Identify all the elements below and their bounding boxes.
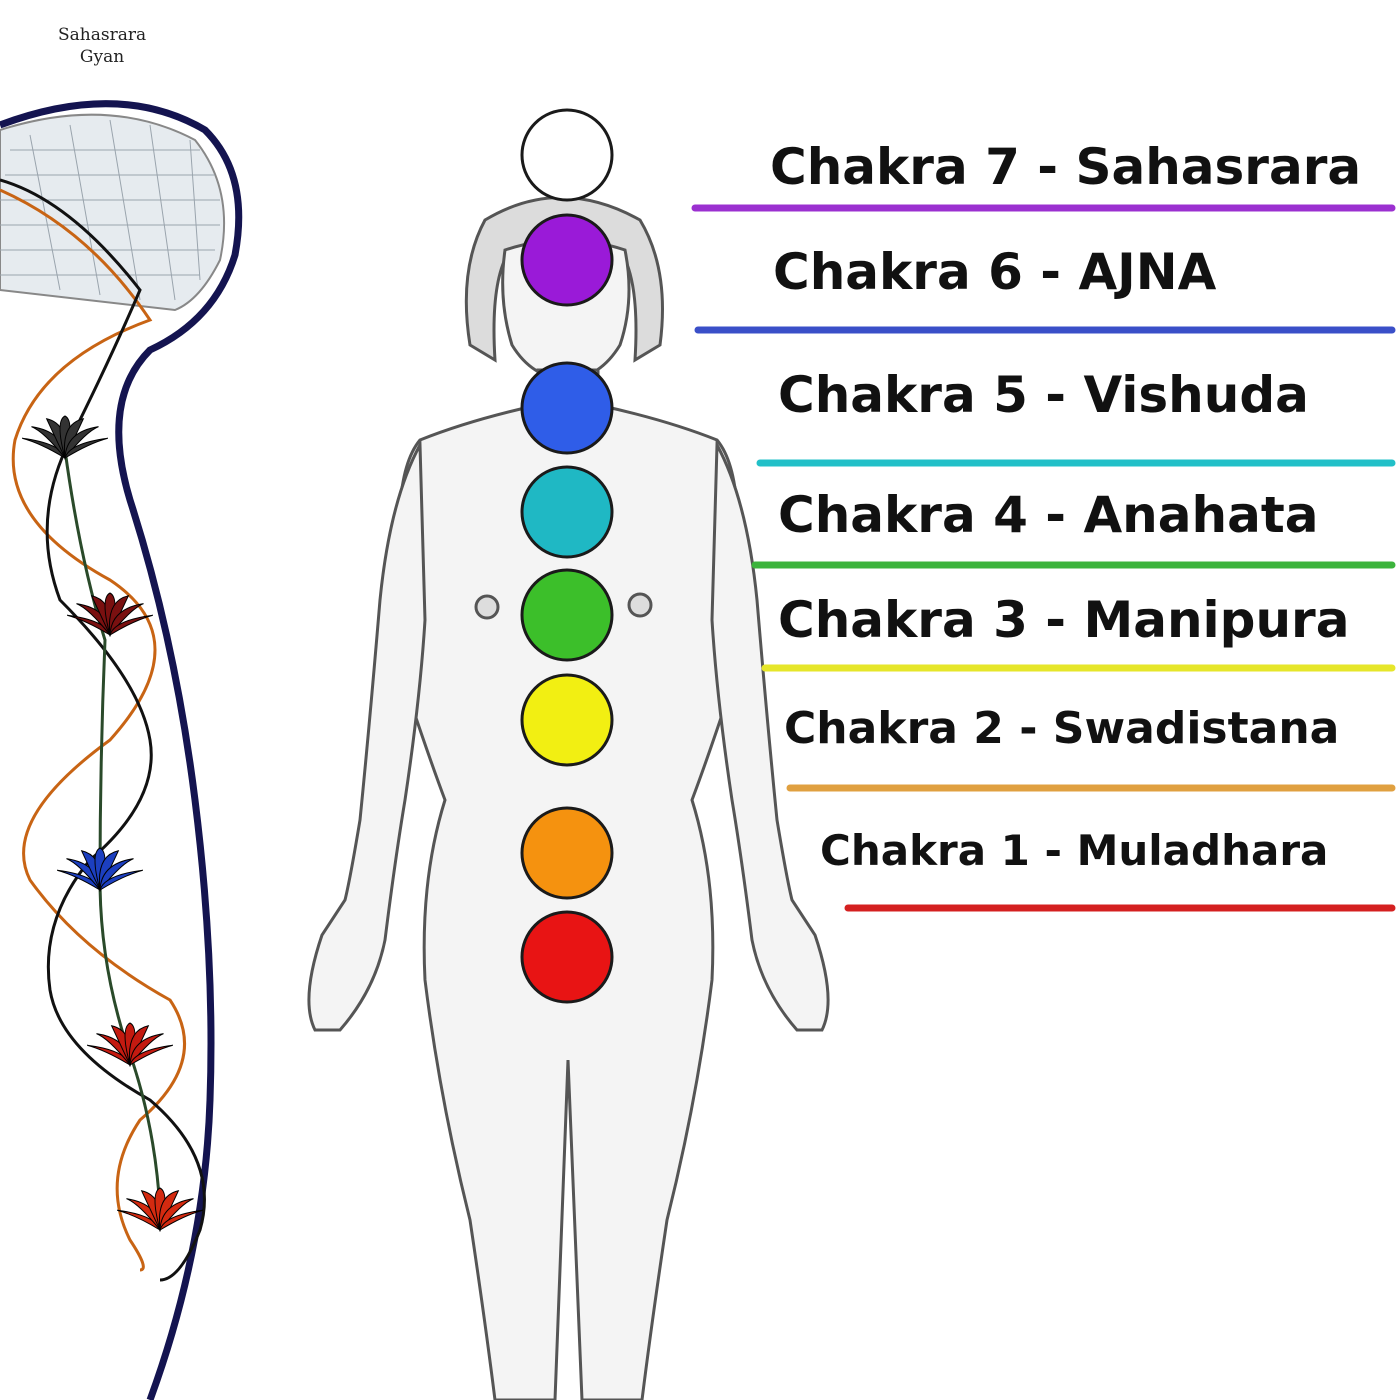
- chakra-label-4: Chakra 4 - Anahata: [778, 486, 1319, 544]
- chakra-label-3: Chakra 3 - Manipura: [778, 591, 1350, 649]
- right-arm: [710, 439, 830, 1032]
- chakra-circles: [520, 108, 614, 1004]
- corner-caption-line1: Sahasrara: [58, 25, 147, 45]
- lotus-5: [117, 1187, 203, 1232]
- chakra-circle-6: [520, 213, 614, 307]
- lotus-1: [22, 415, 108, 460]
- ida-channel: [0, 188, 186, 1272]
- energy-channels-illustration: [0, 100, 243, 1400]
- right-breast-mark: [627, 592, 653, 618]
- left-breast-mark: [474, 594, 500, 620]
- chakra-circle-2: [520, 673, 614, 767]
- chakra-label-2: Chakra 2 - Swadistana: [784, 703, 1340, 754]
- chakra-circle-4: [520, 465, 614, 559]
- lotus-4: [87, 1022, 173, 1067]
- chakra-circle-7: [520, 108, 614, 202]
- chakra-circle-5: [520, 361, 614, 455]
- lotus-3: [57, 847, 143, 892]
- chakra-label-5: Chakra 5 - Vishuda: [778, 366, 1309, 424]
- chakra-lines: [691, 204, 1396, 912]
- lotus-2: [67, 592, 153, 637]
- chakra-circle-1: [520, 806, 614, 900]
- crown-dome: [0, 113, 226, 312]
- lotus-flowers: [22, 415, 203, 1232]
- chakra-circle-3: [520, 568, 614, 662]
- chakra-label-6: Chakra 6 - AJNA: [773, 243, 1217, 301]
- pingala-channel: [0, 178, 206, 1282]
- sushumna-channel: [0, 100, 243, 1400]
- chakra-label-7: Chakra 7 - Sahasrara: [770, 138, 1362, 196]
- chakra-label-1: Chakra 1 - Muladhara: [820, 826, 1329, 875]
- corner-caption-line2: Gyan: [79, 47, 125, 68]
- chakra-circle-root: [520, 910, 614, 1004]
- left-arm: [307, 439, 427, 1032]
- crown-dome-mesh: [0, 119, 220, 301]
- corner-caption: Sahasrara Gyan: [58, 24, 146, 68]
